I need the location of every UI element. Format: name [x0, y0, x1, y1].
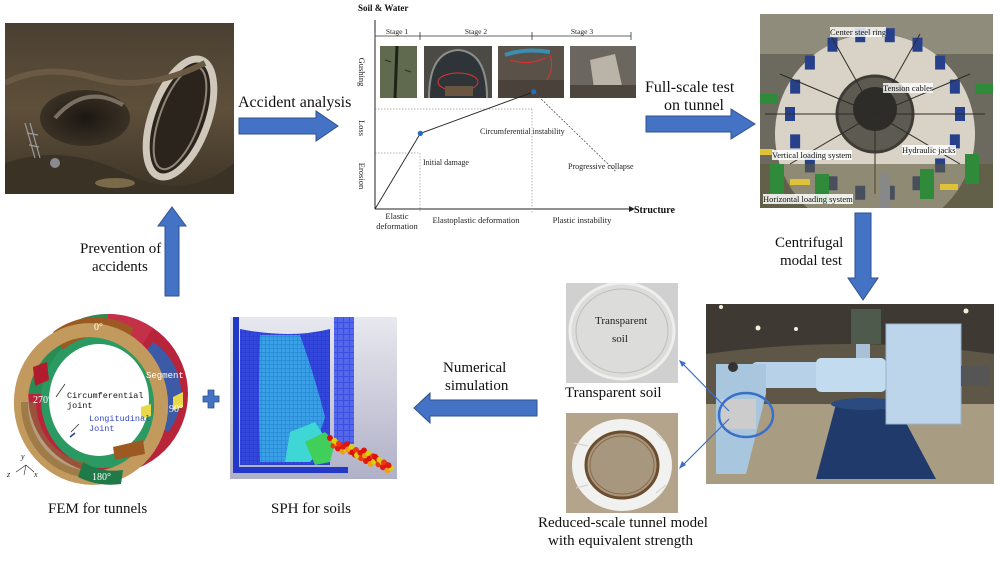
sph-particle — [331, 437, 338, 444]
curve-loading — [374, 91, 534, 210]
point-label-initial-damage: Initial damage — [423, 158, 469, 167]
x-region-plastic: Plastic instability — [553, 215, 613, 225]
stage-label-2: Stage 2 — [465, 27, 488, 36]
fem-tunnel-model: 0° Segment 90° 270° 180° Circumferential… — [3, 312, 193, 487]
y-cat-loss: Loss — [357, 120, 367, 136]
label-centrifugal-line2: modal test — [780, 253, 843, 269]
loading-jack — [949, 134, 960, 149]
stage2-photo-a — [424, 46, 492, 99]
caption-tunnel-model-line1: Reduced-scale tunnel model — [538, 515, 708, 531]
transparent-soil-inner-line2: soil — [612, 333, 628, 345]
label-numerical-line2: simulation — [445, 378, 509, 394]
sph-particle — [381, 459, 387, 466]
label-vertical-loading: Vertical loading system — [772, 150, 852, 160]
fem-label-circ-joint-line1: Circumferential — [67, 391, 144, 401]
transparent-soil-photo: Transparent soil — [566, 283, 678, 383]
y-cat-gushing: Gushing — [357, 58, 367, 88]
label-full-scale-line1: Full-scale test — [645, 79, 735, 96]
fem-label-270deg: 270° — [33, 395, 52, 406]
sph-particle — [336, 440, 342, 447]
label-centrifugal-line1: Centrifugal — [775, 235, 844, 251]
loading-jack — [827, 37, 838, 52]
stage3-photo — [570, 46, 636, 98]
label-hydraulic-jacks: Hydraulic jacks — [902, 145, 956, 155]
sph-particle — [361, 447, 367, 454]
y-cat-erosion: Erosion — [357, 163, 367, 190]
loading-jack — [949, 79, 960, 94]
stage-label-1: Stage 1 — [386, 27, 409, 36]
sph-particle — [385, 462, 392, 469]
chart-marker-1 — [417, 130, 423, 136]
chart-marker-2 — [531, 89, 537, 95]
loading-jack — [884, 28, 895, 43]
loading-jack — [804, 55, 815, 70]
x-axis-title: Structure — [634, 205, 675, 216]
sph-particle — [327, 435, 333, 441]
stage2-photo-b — [498, 46, 564, 98]
fem-axis-x: x — [34, 470, 38, 479]
loading-jack — [935, 55, 946, 70]
x-region-elastic-line2: deformation — [376, 221, 418, 231]
stage-label-3: Stage 3 — [571, 27, 594, 36]
label-prevention-line1: Prevention of — [80, 241, 162, 257]
arrow-up-prevention — [157, 206, 187, 297]
full-scale-test-photo: Center steel ring Tension cables Vertica… — [760, 14, 993, 208]
x-region-elastic-line1: Elastic — [385, 211, 408, 221]
caption-transparent-soil: Transparent soil — [565, 385, 662, 401]
fem-label-90deg: 90° — [169, 404, 183, 415]
label-prevention-line2: accidents — [92, 259, 148, 275]
fem-label-segment: Segment — [146, 371, 184, 381]
plus-icon — [202, 389, 220, 409]
sph-simulation-image — [230, 317, 397, 479]
caption-fem: FEM for tunnels — [48, 501, 148, 517]
arrow-right-full-scale — [645, 108, 756, 140]
arrow-down-centrifugal — [847, 212, 879, 301]
stage-chart-svg: Soil & Water Structure Gushing Loss Eros… — [357, 3, 675, 231]
connector-lines — [679, 360, 730, 469]
stage-chart: Soil & Water Structure Gushing Loss Eros… — [345, 0, 675, 235]
loading-jack — [790, 79, 801, 94]
y-axis-title: Soil & Water — [358, 3, 408, 13]
label-center-steel-ring: Center steel ring — [830, 27, 887, 37]
transparent-soil-inner-line1: Transparent — [595, 315, 648, 327]
label-numerical-line1: Numerical — [443, 360, 507, 376]
curve-collapse — [533, 91, 616, 172]
fem-label-long-joint-line1: Longitudinal — [89, 414, 151, 424]
stage1-photo — [380, 45, 417, 99]
sph-particle — [365, 450, 372, 457]
sph-particle — [344, 441, 350, 448]
x-axis-arrowhead — [629, 206, 635, 212]
caption-sph: SPH for soils — [271, 501, 352, 517]
arrow-right-accident-analysis — [238, 110, 339, 142]
x-region-elastoplastic: Elastoplastic deformation — [432, 215, 520, 225]
fem-axis-z: z — [7, 470, 11, 479]
label-full-scale-line2: on tunnel — [664, 97, 724, 114]
fem-label-long-joint-line2: Joint — [89, 424, 115, 434]
point-label-progressive-collapse: Progressive collapse — [568, 162, 634, 171]
arrow-left-numerical — [413, 392, 538, 424]
sph-particle — [353, 447, 359, 453]
loading-jack — [912, 37, 923, 52]
point-label-circumferential-instability: Circumferential instability — [480, 127, 565, 136]
label-tension-cables: Tension cables — [883, 83, 934, 93]
centrifuge-photo — [706, 304, 994, 484]
caption-tunnel-model-line2: with equivalent strength — [548, 533, 693, 549]
tunnel-model-photo — [566, 413, 678, 513]
fem-label-circ-joint-line2: joint — [67, 401, 93, 411]
fem-label-180deg: 180° — [92, 472, 111, 483]
sph-particle — [348, 444, 355, 451]
sph-particle — [376, 456, 383, 463]
accident-photo — [5, 23, 234, 194]
fem-axis-y: y — [21, 452, 25, 461]
label-horizontal-loading: Horizontal loading system — [763, 194, 853, 204]
loading-jack — [790, 134, 801, 149]
sph-particle — [372, 453, 378, 460]
fem-label-0deg: 0° — [94, 322, 103, 333]
label-accident-analysis: Accident analysis — [238, 94, 352, 111]
